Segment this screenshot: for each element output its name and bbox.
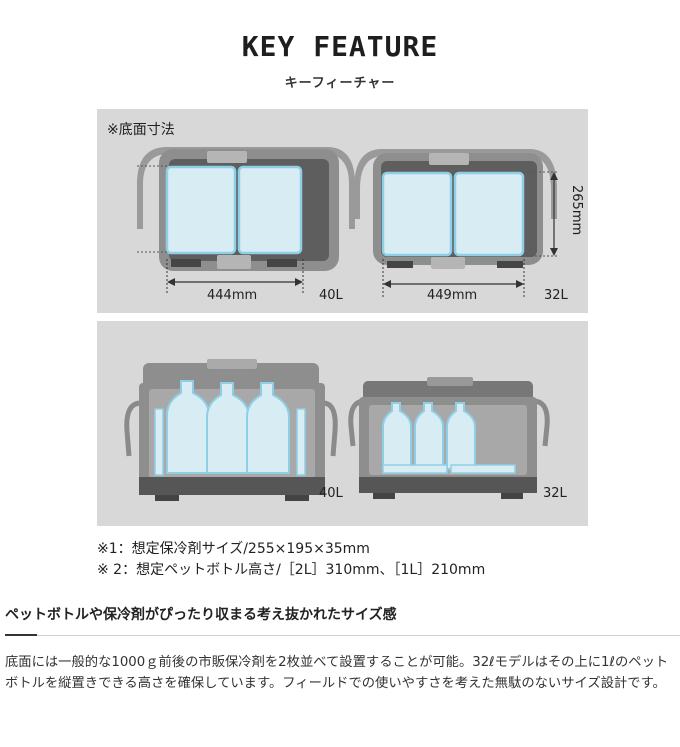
section-divider-accent (5, 634, 37, 636)
note-ice-pack-size: ※1：想定保冷剤サイズ/255×195×35mm (97, 541, 370, 557)
cooler-40l-top-view (137, 147, 355, 271)
cooler-32l-top-view (354, 149, 557, 269)
cooler-40l-cutaway (124, 359, 338, 501)
section-divider (5, 635, 680, 636)
note-bottle-height: ※ 2：想定ペットボトル高さ/［2L］310mm、［1L］210mm (97, 562, 486, 578)
page-subtitle: キーフィーチャー (284, 76, 396, 91)
width-label-40l: 444mm (207, 288, 257, 303)
cooler-32l-cutaway (348, 377, 550, 499)
height-label-32l: 265mm (569, 185, 584, 235)
panel-caption: ※底面寸法 (107, 122, 175, 138)
model-label-40l-bottom: 40L (319, 486, 344, 501)
dimensions-illustration: 444mm 40L 265mm 449mm 32L (137, 147, 584, 303)
model-label-32l-bottom: 32L (543, 486, 568, 501)
page-title: KEY FEATURE (241, 30, 439, 63)
interior-illustration: 40L 32L (124, 359, 568, 501)
model-label-32l-top: 32L (544, 288, 569, 303)
section-heading: ペットボトルや保冷剤がぴったり収まる考え抜かれたサイズ感 (5, 607, 397, 623)
width-label-32l: 449mm (427, 288, 477, 303)
model-label-40l-top: 40L (319, 288, 344, 303)
interior-capacity-panel: 40L 32L (97, 321, 588, 526)
bottom-dimensions-panel: 444mm 40L 265mm 449mm 32L ※底面寸法 (97, 109, 588, 313)
section-body: 底面には一般的な1000ｇ前後の市販保冷剤を2枚並べて設置することが可能。32ℓ… (5, 655, 669, 691)
